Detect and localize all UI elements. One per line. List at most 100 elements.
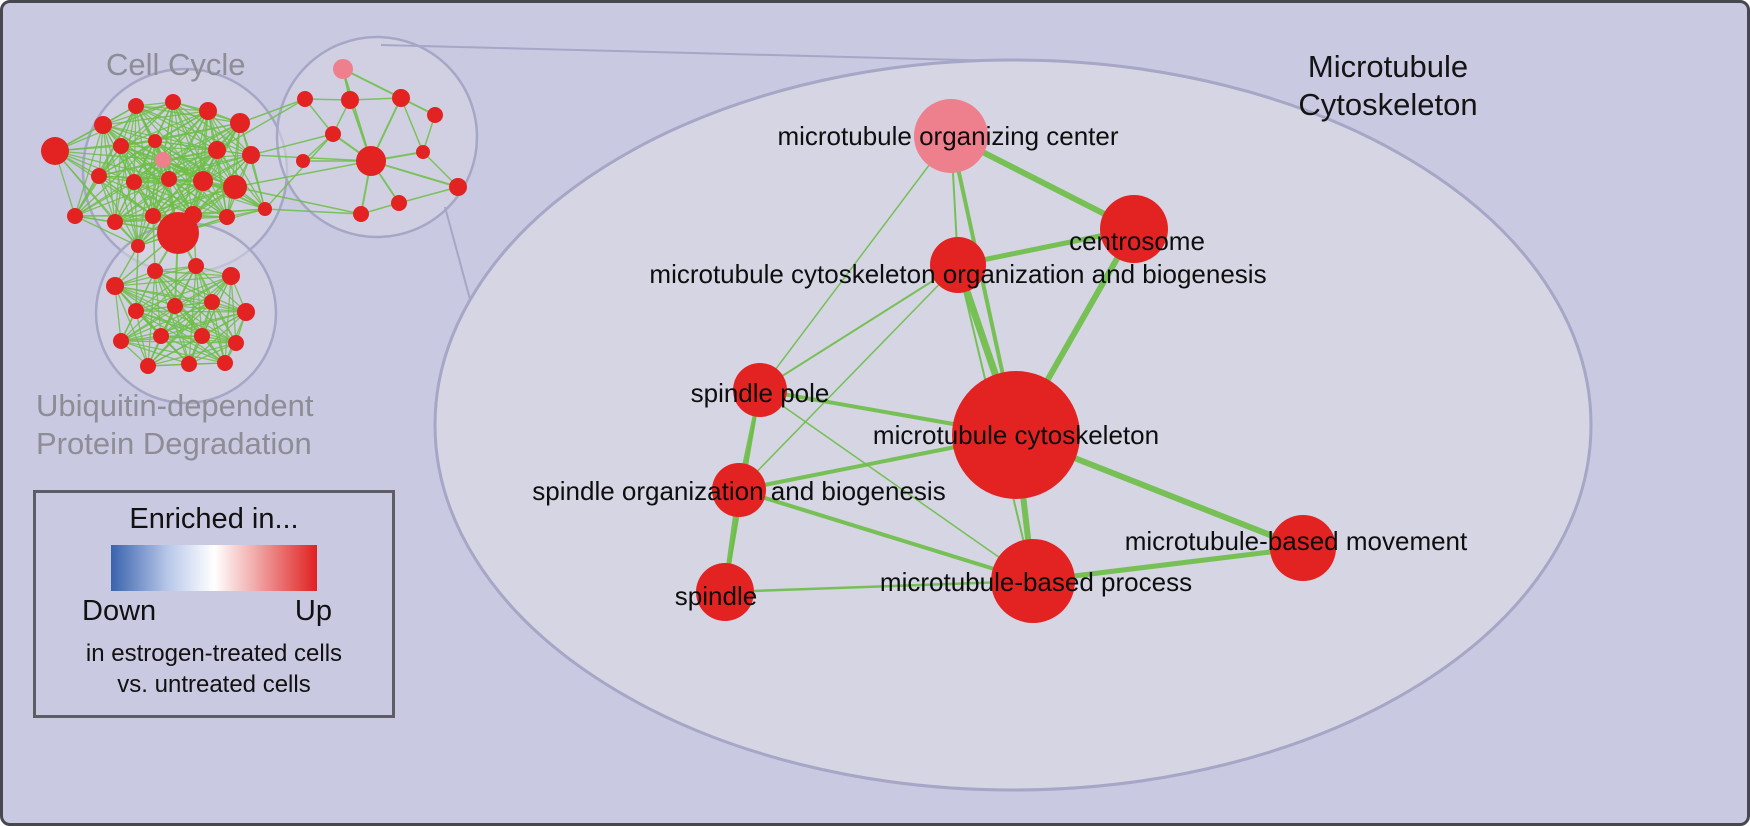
mini-node <box>258 202 272 216</box>
zoom-node-label-moc: microtubule organizing center <box>777 121 1118 151</box>
mini-edge <box>120 145 139 247</box>
mini-node <box>188 258 204 274</box>
zoom-edge-spindle-mt_proc <box>723 579 1035 594</box>
mini-node <box>353 206 369 222</box>
mini-edge <box>54 150 139 247</box>
mini-edge <box>74 181 135 217</box>
mini-edge <box>211 301 226 364</box>
mini-edge <box>152 215 156 272</box>
mini-node <box>128 303 144 319</box>
mini-edge <box>224 275 232 364</box>
legend-up-label: Up <box>294 595 332 627</box>
mini-edge <box>172 101 236 188</box>
mini-edge <box>114 285 176 307</box>
mini-node <box>41 137 69 165</box>
mini-edge <box>147 301 213 367</box>
zoom-node-centrosome <box>1100 195 1168 263</box>
mini-node <box>416 145 430 159</box>
microtubule-title-line1: Microtubule <box>1307 49 1469 84</box>
zoom-callout-line <box>380 44 1004 62</box>
mini-edge <box>120 301 213 342</box>
mini-edge <box>154 122 241 142</box>
mini-edge <box>120 311 247 342</box>
mini-node <box>391 195 407 211</box>
mini-node <box>193 171 213 191</box>
mini-edge <box>154 270 213 303</box>
mini-edge <box>160 311 247 337</box>
mini-node <box>153 328 169 344</box>
mini-node <box>296 154 310 168</box>
mini-node <box>356 146 386 176</box>
mini-node <box>427 107 443 123</box>
mini-node <box>113 138 129 154</box>
mini-node <box>449 178 467 196</box>
mini-edge <box>147 342 237 367</box>
mini-edge <box>114 178 170 223</box>
mini-node <box>204 294 220 310</box>
mini-edge <box>168 154 252 180</box>
cluster-label-cell-cycle: Cell Cycle <box>106 47 246 82</box>
zoom-node-label-centrosome: centrosome <box>1069 226 1205 256</box>
mini-edge <box>250 133 334 156</box>
mini-edge <box>264 208 362 215</box>
mini-edge <box>74 159 164 217</box>
mini-edge <box>154 270 247 313</box>
mini-edge <box>152 186 236 217</box>
mini-edge <box>230 275 237 344</box>
legend-axis-labels: Down Up <box>36 591 392 628</box>
mini-node <box>237 303 255 321</box>
mini-edge <box>135 275 232 312</box>
mini-node <box>131 239 145 253</box>
mini-edge <box>120 101 174 147</box>
mini-node <box>181 356 197 372</box>
mini-edge <box>133 154 252 183</box>
zoom-node-mt_move <box>1270 515 1336 581</box>
mini-node <box>155 152 171 168</box>
mini-edge <box>135 245 139 312</box>
mini-edge <box>239 98 306 124</box>
legend-title: Enriched in... <box>129 503 299 535</box>
mini-edge <box>160 335 226 364</box>
mini-node <box>140 358 156 374</box>
legend-box: Enriched in... Down Up in estrogen-treat… <box>33 490 395 718</box>
mini-node <box>147 263 163 279</box>
network-svg: microtubule organizing center centrosomem… <box>41 35 1593 792</box>
zoom-node-label-mt_org: microtubule cytoskeleton organization an… <box>649 259 1266 289</box>
microtubule-title-line2: Cytoskeleton <box>1298 87 1478 122</box>
cluster-label-microtubule-cytoskeleton: Microtubule Cytoskeleton <box>1258 48 1518 124</box>
mini-edge <box>398 186 459 204</box>
ubiquitin-label-line2: Protein Degradation <box>36 426 312 461</box>
mini-edge <box>120 110 209 147</box>
mini-node <box>161 171 177 187</box>
mini-node <box>157 212 199 254</box>
mini-edge <box>133 122 241 183</box>
zoom-edge-spindle_org-mt_proc <box>737 488 1035 583</box>
mini-node <box>165 94 181 110</box>
zoom-node-mt_proc <box>991 539 1075 623</box>
mini-edge <box>98 101 174 177</box>
mini-edge <box>120 305 176 342</box>
mini-edge <box>207 110 252 156</box>
zoom-node-moc <box>914 99 988 173</box>
mini-node <box>223 175 247 199</box>
mini-node <box>106 277 124 295</box>
mini-node <box>145 208 161 224</box>
mini-node <box>219 209 235 225</box>
mini-node <box>126 174 142 190</box>
mini-edge <box>74 178 170 217</box>
mini-node <box>392 89 410 107</box>
zoom-node-mt_org <box>930 237 986 293</box>
cluster-label-ubiquitin: Ubiquitin-dependent Protein Degradation <box>36 387 314 463</box>
mini-edge <box>133 181 194 216</box>
zoom-node-spindle_org <box>712 463 766 517</box>
mini-node <box>208 141 226 159</box>
mini-edge <box>133 149 218 183</box>
mini-edge <box>216 98 306 151</box>
zoom-edge-mt_proc-mt_move <box>1030 545 1306 584</box>
mini-edge <box>152 180 204 217</box>
mini-edge <box>188 342 237 365</box>
mini-edge <box>147 335 203 367</box>
mini-edge <box>342 68 402 99</box>
mini-edge <box>234 186 362 215</box>
